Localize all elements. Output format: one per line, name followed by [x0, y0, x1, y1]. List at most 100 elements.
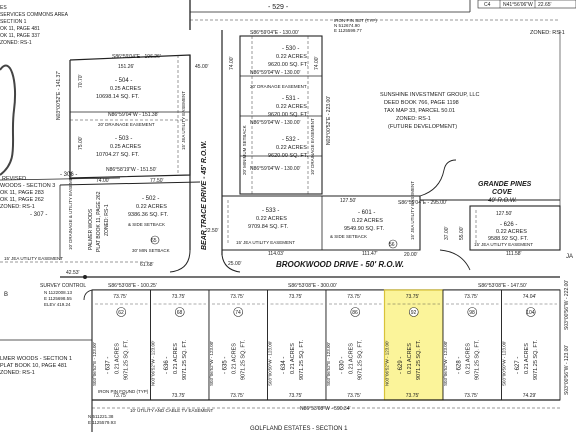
side-setback-601: & SIDE SETBACK	[330, 234, 367, 239]
lot-number: - 630 -	[339, 357, 345, 374]
lot-sqft: 9071.25 SQ. FT.	[533, 339, 539, 380]
bottom-coord-n: N 511221.38	[88, 414, 114, 419]
lot-back-dim: 73.75'	[347, 393, 361, 399]
dim-61-68: 61.68'	[140, 262, 154, 268]
left-note-1: ES	[0, 5, 7, 11]
lot-tag: 98	[469, 310, 475, 316]
lot-front-dim: 73.75'	[230, 294, 244, 300]
palmer-woods-area: REVISED WOODS - SECTION 3 OK 11, PAGE 28…	[0, 171, 201, 268]
lot-531-acres: 0.22 ACRES	[276, 104, 307, 110]
bearing-b5-c: N86°59'04"W - 130.00'	[250, 166, 300, 172]
front-setback-502: 30' MIN SETBACK	[132, 248, 170, 253]
bearing-b3: N86°58'19"W - 151.50'	[106, 167, 156, 173]
survey-control-marker	[83, 275, 87, 279]
bearing-b7: S86°53'08"E - 100.25'	[108, 283, 157, 289]
lot-number: - 636 -	[164, 357, 170, 374]
lot-626-sqft: 9588.92 SQ. FT.	[488, 236, 529, 242]
pw-5: ZONED: RS-1	[0, 204, 35, 210]
dim-114-03: 114.03'	[268, 251, 284, 257]
lot-parcel	[325, 289, 385, 401]
side-setback-502: & SIDE SETBACK	[128, 222, 165, 227]
drainage-easement-label: 20' DRAINAGE EASEMENT	[98, 122, 155, 127]
lot-back-dim: 73.75'	[113, 393, 127, 399]
sunshine-3: TAX MAP 33, PARCEL 50.01	[384, 108, 455, 114]
lot-acres: 0.21 ACRES	[465, 343, 471, 374]
pw-1: REVISED	[2, 176, 26, 182]
grande-pines-cove: GRANDE PINES COVE 40' R.O.W. 127.50' - 6…	[419, 159, 573, 271]
dim-111-47: 111.47'	[362, 251, 378, 257]
lot-acres: 0.21 ACRES	[114, 343, 120, 374]
upper-left-block: S86°59'04"E - 196.26' 151.26' 45.00' - 5…	[56, 54, 209, 179]
lot-504-acres: 0.25 ACRES	[110, 86, 141, 92]
lot-front-dim: 73.75'	[172, 294, 186, 300]
lot-acres: 0.21 ACRES	[173, 343, 179, 374]
dim-74-center: 74.00'	[229, 56, 235, 70]
bearing-b5-a: N86°59'04"W - 130.00'	[250, 70, 300, 76]
lot-tag: 62	[118, 310, 124, 316]
lot-side-bearing: N03°06'52"W - 123.00'	[385, 340, 390, 386]
lot-sqft: 9071.25 SQ. FT.	[182, 339, 188, 380]
survey-control-n: N 1122008.13	[44, 290, 72, 295]
lot-number: - 635 -	[222, 357, 228, 374]
lot-side-bearing: S03°06'52"E - 123.00'	[92, 342, 97, 386]
lot-601-sqft: 9549.90 SQ. FT.	[344, 226, 385, 232]
lot-parcel	[442, 289, 502, 401]
lot-parcel	[501, 289, 561, 401]
left-note-2: SERVICES COMMONS AREA	[0, 12, 69, 18]
lot-tag-65-circle	[150, 235, 160, 245]
pw-small-3: ZONED: RS-1	[104, 204, 110, 236]
lot-front-dim: 73.75'	[113, 294, 127, 300]
util-cable-easement: 10' UTILITY AND CABLE TV EASEMENT	[130, 408, 213, 413]
lot-parcel	[267, 289, 327, 401]
lot-side-bearing: N03°06'52"W - 123.00'	[151, 340, 156, 386]
sunshine-4: ZONED: RS-1	[396, 116, 431, 122]
lot-side-bearing: S03°06'52"W - 123.00'	[209, 341, 214, 386]
lot-front-dim: 73.75'	[464, 294, 478, 300]
curve-id: C4	[484, 2, 491, 8]
center-column-block: S86°59'04"E - 130.00' - 530 - 0.22 ACRES…	[229, 30, 332, 195]
lot-626-acres: 0.22 ACRES	[496, 229, 527, 235]
lot-tag-circle	[467, 307, 478, 317]
grande-pines-2: COVE	[492, 189, 512, 196]
lot-502-acres: 0.22 ACRES	[136, 204, 167, 210]
survey-control-title: SURVEY CONTROL	[40, 283, 86, 289]
dim-74-center-b: 74.00'	[314, 56, 320, 70]
lot-back-dim: 73.75'	[406, 393, 420, 399]
lot-front-dim: 74.04'	[523, 294, 537, 300]
sunshine-2: DEED BOOK 766, PAGE 1198	[384, 100, 459, 106]
lot-tag-circle	[350, 307, 361, 317]
lots-533-601: - 533 - 0.22 ACRES 9709.84 SQ. FT. - 601…	[222, 181, 447, 267]
lot-504-num: - 504 -	[115, 78, 132, 84]
lot-530-acres: 0.22 ACRES	[276, 54, 307, 60]
grande-pines-3: 40' R.O.W.	[488, 198, 517, 204]
dim-70-70: 70.70'	[78, 74, 84, 88]
bearing-v3: S03°00'56"W - 222.00'	[564, 280, 570, 330]
jea-easement-533: 15' JEA UTILITY EASEMENT	[236, 240, 295, 245]
coord-n-top: N 512674.90	[334, 23, 360, 28]
drainage-easement-531: 20' DRAINAGE EASEMENT	[250, 84, 307, 89]
curve-length: 22.65'	[538, 2, 552, 8]
lot-531-num: - 531 -	[282, 96, 299, 102]
bearing-b9: S86°53'08"E - 147.50'	[478, 283, 527, 289]
lot-tag-circle	[408, 307, 419, 317]
highlighted-lot-parcel	[383, 289, 444, 401]
bear-trace-drive: BEAR TRACE DRIVE - 45' R.O.W. 22.50'	[169, 30, 241, 273]
survey-control-elev: ELEV 419.24	[44, 302, 71, 307]
lot-532-sqft: 9620.00 SQ. FT.	[268, 153, 309, 159]
bearing-v4: S03°00'56"W - 123.00'	[564, 345, 570, 395]
bearing-b1: S86°59'04"E - 196.26'	[112, 54, 161, 60]
adjacent-lot-label: JA	[566, 254, 573, 260]
lot-side-bearing: S03°00'50"W - 123.00'	[268, 341, 273, 386]
lot-number: - 634 -	[281, 357, 287, 374]
top-band: - 529 - IRON PIN SET (TYP) N 512674.90 E…	[189, 0, 576, 250]
lot-acres: 0.21 ACRES	[407, 343, 413, 374]
lot-503-num: - 503 -	[115, 136, 132, 142]
lot-number: - 629 -	[398, 357, 404, 374]
jea-easement-v: 15' JEA UTILITY EASEMENT	[181, 91, 186, 150]
pond-outline	[0, 64, 16, 176]
